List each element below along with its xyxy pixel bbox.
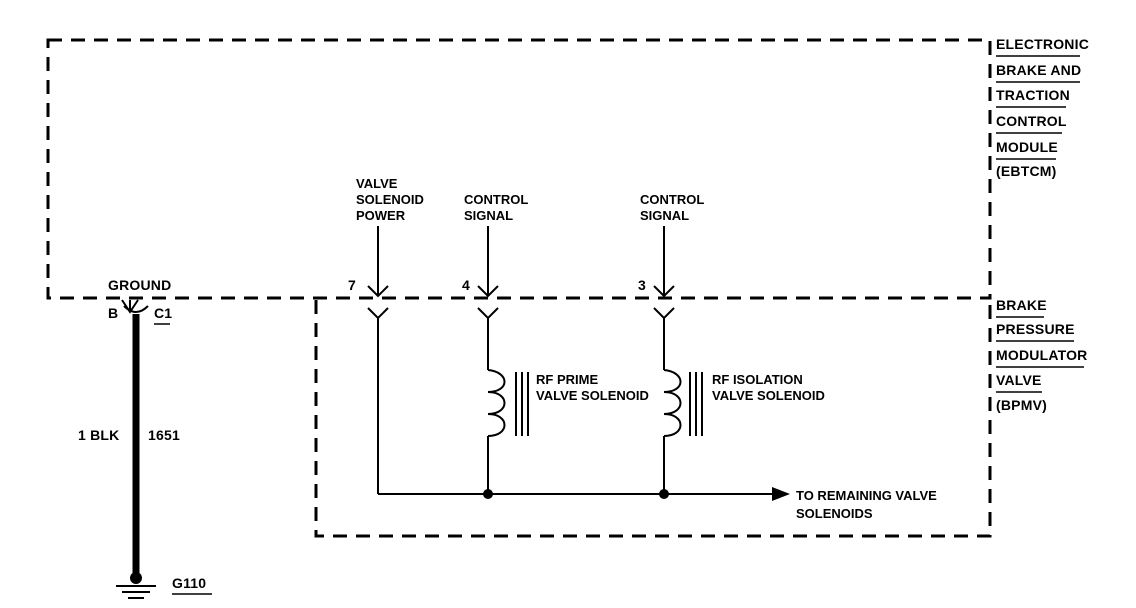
- terminal-7-signal-line-1: VALVE: [356, 176, 398, 191]
- ebtcm-label-line-5: MODULE: [996, 139, 1058, 155]
- terminal-3: CONTROL SIGNAL 3 RF ISOLATION VALVE SOLE…: [638, 192, 825, 494]
- terminal-3-pin: 3: [638, 277, 646, 293]
- ebtcm-label: ELECTRONIC BRAKE AND TRACTION CONTROL MO…: [996, 36, 1089, 179]
- ebtcm-label-line-3: TRACTION: [996, 87, 1070, 103]
- rf-prime-coil: [487, 369, 506, 437]
- bpmv-label-line-5: (BPMV): [996, 397, 1047, 413]
- ground-circuit: GROUND B C1 1 BLK 1651 G110: [78, 277, 212, 599]
- ground-connector-label: C1: [154, 305, 172, 321]
- bus-label-line-1: TO REMAINING VALVE: [796, 488, 937, 503]
- rf-isolation-label-line-1: RF ISOLATION: [712, 372, 803, 387]
- bus-label-line-2: SOLENOIDS: [796, 506, 873, 521]
- ground-pin-label: B: [108, 305, 118, 321]
- bus-arrow-icon: [772, 487, 790, 501]
- ebtcm-label-line-1: ELECTRONIC: [996, 36, 1089, 52]
- bus-splice-dot-1: [483, 489, 493, 499]
- ground-point-label: G110: [172, 575, 206, 591]
- bus-splice-dot-2: [659, 489, 669, 499]
- ground-circuit-number: 1651: [148, 427, 180, 443]
- bpmv-label-line-4: VALVE: [996, 372, 1042, 388]
- terminal-4-pin: 4: [462, 277, 470, 293]
- rf-prime-label-line-2: VALVE SOLENOID: [536, 388, 649, 403]
- ebtcm-label-line-2: BRAKE AND: [996, 62, 1081, 78]
- terminal-4: CONTROL SIGNAL 4 RF PRIME VALVE SOLENOID: [462, 192, 649, 494]
- terminal-3-signal-line-1: CONTROL: [640, 192, 704, 207]
- rf-isolation-label-line-2: VALVE SOLENOID: [712, 388, 825, 403]
- bpmv-label-line-2: PRESSURE: [996, 321, 1075, 337]
- ebtcm-label-line-6: (EBTCM): [996, 163, 1057, 179]
- bpmv-label-line-3: MODULATOR: [996, 347, 1088, 363]
- ground-title: GROUND: [108, 277, 171, 293]
- ebtcm-module: [46, 38, 992, 300]
- terminal-4-signal-line-2: SIGNAL: [464, 208, 513, 223]
- ground-wire-color: 1 BLK: [78, 427, 119, 443]
- terminal-3-signal-line-2: SIGNAL: [640, 208, 689, 223]
- bpmv-module: [314, 300, 992, 538]
- ground-terminal-cup: [123, 305, 149, 313]
- rf-prime-label-line-1: RF PRIME: [536, 372, 598, 387]
- ebtcm-boundary: [46, 38, 992, 300]
- terminal-7-signal-line-2: SOLENOID: [356, 192, 424, 207]
- terminal-7-pin: 7: [348, 277, 356, 293]
- bpmv-boundary: [314, 300, 992, 538]
- solenoid-bus: TO REMAINING VALVE SOLENOIDS: [378, 487, 937, 521]
- bpmv-label: BRAKE PRESSURE MODULATOR VALVE (BPMV): [996, 297, 1088, 413]
- bpmv-label-line-1: BRAKE: [996, 297, 1047, 313]
- terminal-7-signal-line-3: POWER: [356, 208, 406, 223]
- terminal-7: VALVE SOLENOID POWER 7: [348, 176, 424, 494]
- ground-splice-dot: [130, 572, 142, 584]
- ebtcm-label-line-4: CONTROL: [996, 113, 1067, 129]
- rf-isolation-coil: [663, 369, 682, 437]
- terminal-4-signal-line-1: CONTROL: [464, 192, 528, 207]
